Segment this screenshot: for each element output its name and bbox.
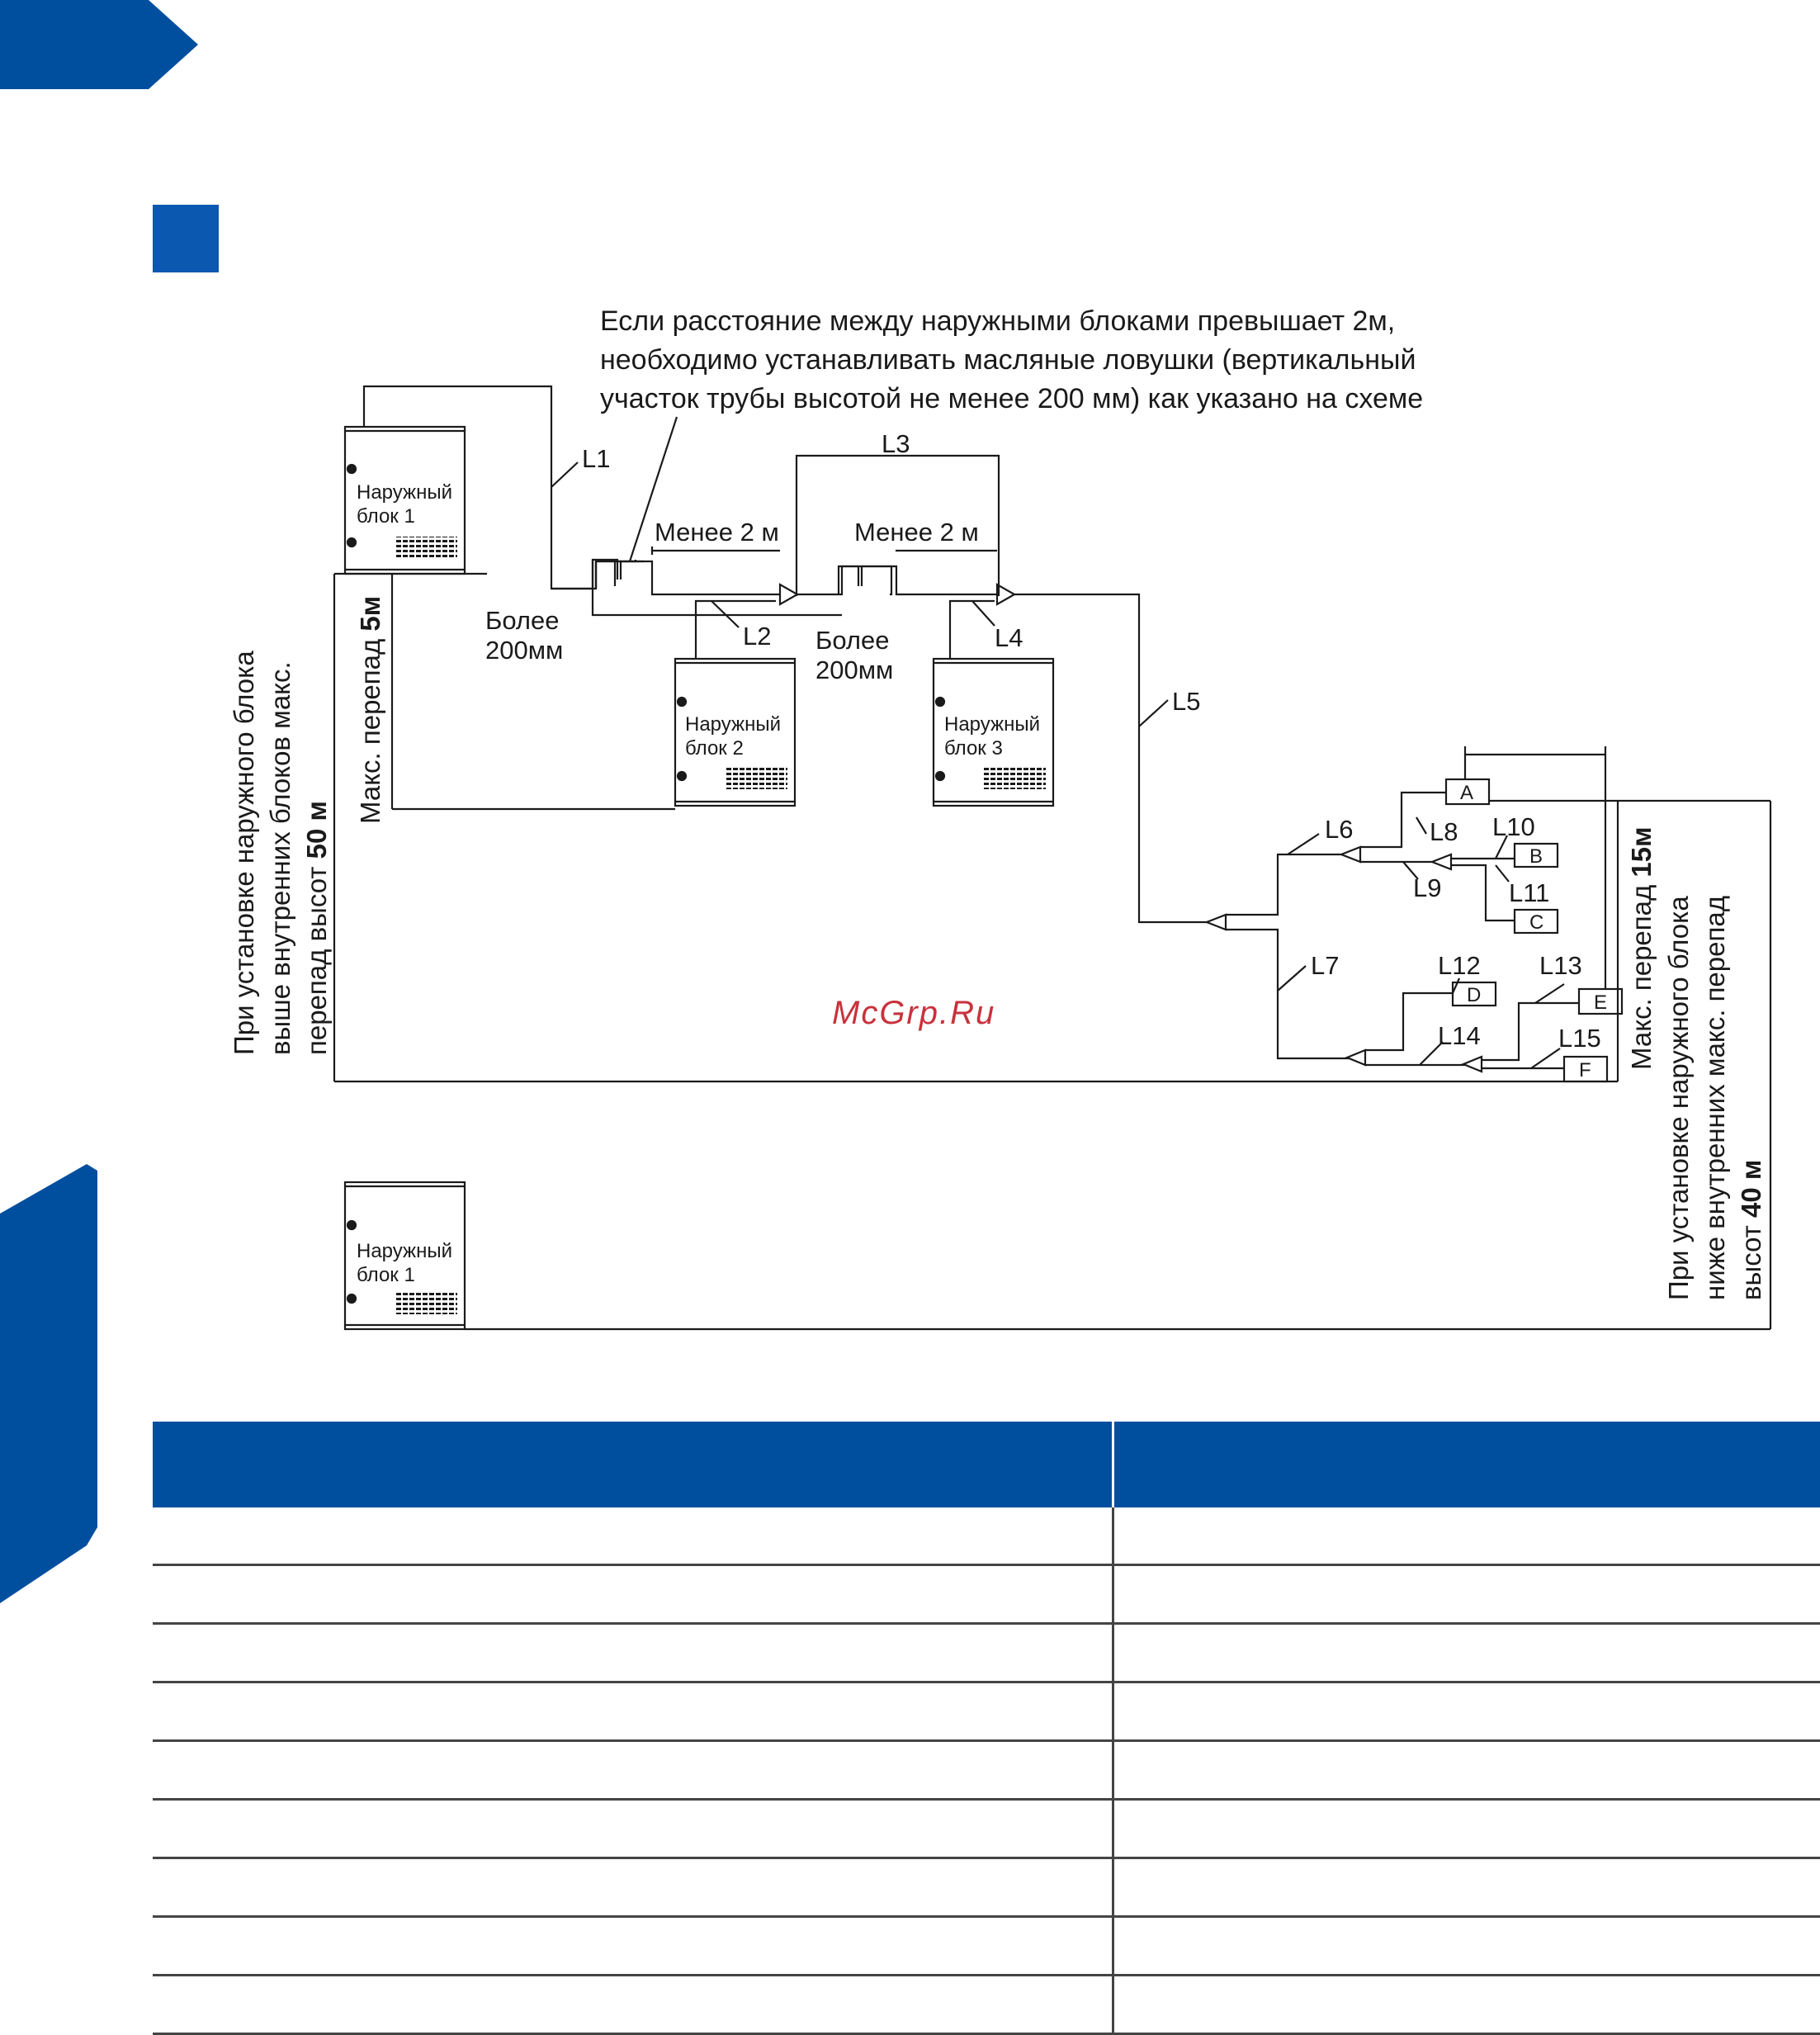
table-cell <box>153 1507 1113 1566</box>
svg-text:перепад высот 50 м: перепад высот 50 м <box>301 801 332 1055</box>
more-200-label-1a: Более <box>485 606 559 635</box>
pipe-label-l10: L10 <box>1492 812 1535 841</box>
pipe-label-l7: L7 <box>1311 951 1339 980</box>
more-200-label-1b: 200мм <box>485 636 563 665</box>
right-note-line-1: При установке наружного блока <box>1663 896 1694 1300</box>
table-header-cell <box>153 1422 1113 1507</box>
side-tab-shape <box>0 1164 97 1603</box>
table-cell <box>1111 1623 1820 1683</box>
pipe-label-l4: L4 <box>995 623 1023 652</box>
pipe-label-l6: L6 <box>1325 815 1353 844</box>
less-2m-label-1: Менее 2 м <box>655 518 779 547</box>
table-cell <box>153 1623 1113 1683</box>
outdoor-3-label: Наружный <box>944 713 1040 736</box>
outdoor-unit-2 <box>674 657 797 807</box>
pipe-label-l8: L8 <box>1430 817 1458 846</box>
outdoor-unit-3 <box>932 657 1055 807</box>
table-cell <box>1111 1916 1820 1976</box>
table-cell <box>1111 1858 1820 1918</box>
section-marker-square <box>153 205 219 272</box>
max-15m-label: Макс. перепад <box>1626 878 1657 1070</box>
pipe-label-l1: L1 <box>582 444 610 473</box>
table-cell <box>153 1799 1113 1859</box>
table-header-cell <box>1111 1422 1820 1507</box>
more-200-label-2b: 200мм <box>815 655 893 684</box>
outdoor-1-bottom-label: Наружный <box>357 1240 452 1262</box>
table-cell <box>1111 1975 1820 2035</box>
less-2m-label-2: Менее 2 м <box>854 518 979 547</box>
table-row <box>153 1682 1820 1742</box>
outdoor-1-top-label: Наружный <box>357 481 452 504</box>
note-line-2: необходимо устанавливать масляные ловушк… <box>600 344 1416 376</box>
table-row <box>153 1564 1820 1625</box>
piping-diagram: Если расстояние между наружными блоками … <box>229 305 1772 1331</box>
pipe-label-l5: L5 <box>1172 687 1200 716</box>
pipe-label-l9: L9 <box>1413 873 1441 902</box>
table-row <box>153 1507 1820 1566</box>
pipe-label-l2: L2 <box>743 622 771 651</box>
table-cell <box>1111 1507 1820 1566</box>
table-cell <box>1111 1740 1820 1801</box>
outdoor-unit-1-top <box>343 425 466 575</box>
indoor-unit-c: C <box>1529 911 1543 934</box>
note-line-3: участок трубы высотой не менее 200 мм) к… <box>600 383 1423 414</box>
table-cell <box>1111 1799 1820 1859</box>
spec-table <box>153 1422 1820 2035</box>
more-200-label-2a: Более <box>815 626 889 655</box>
table-cell <box>153 1564 1113 1625</box>
left-note-line-1: При установке наружного блока <box>229 651 259 1055</box>
table-row <box>153 1975 1820 2035</box>
header-tab-shape <box>0 0 198 89</box>
svg-text:высот 40 м: высот 40 м <box>1736 1160 1766 1300</box>
left-note-line-3-bold: 50 м <box>301 801 332 859</box>
table-cell <box>153 1916 1113 1976</box>
pipe-label-l3: L3 <box>882 429 910 458</box>
max-15m-bold: 15м <box>1626 826 1657 877</box>
table-header-row <box>153 1422 1820 1507</box>
outdoor-2-label: Наружный <box>685 713 781 736</box>
left-note-line-3: перепад высот <box>301 859 332 1055</box>
indoor-unit-d: D <box>1467 984 1481 1006</box>
svg-text:Макс. перепад 15м: Макс. перепад 15м <box>1626 826 1657 1070</box>
note-line-1: Если расстояние между наружными блоками … <box>600 305 1395 337</box>
right-note-line-2: ниже внутренних макс. перепад <box>1699 896 1730 1300</box>
table-cell <box>153 1975 1113 2035</box>
right-note-line-3-bold: 40 м <box>1736 1160 1766 1218</box>
outdoor-3-label-2: блок 3 <box>944 737 1003 760</box>
pipe-label-l11: L11 <box>1509 878 1549 907</box>
pipe-label-l13: L13 <box>1539 951 1582 980</box>
indoor-unit-e: E <box>1594 991 1607 1014</box>
table-cell <box>153 1682 1113 1742</box>
table-row <box>153 1858 1820 1918</box>
table-cell <box>1111 1564 1820 1625</box>
pipe-label-l15: L15 <box>1558 1024 1601 1053</box>
left-note-line-2: выше внутренних блоков макс. <box>265 661 295 1055</box>
max-5m-bold: 5м <box>355 596 385 632</box>
max-5m-label: Макс. перепад <box>355 632 385 824</box>
table-cell <box>1111 1682 1820 1742</box>
indoor-unit-a: A <box>1460 782 1473 804</box>
table-row <box>153 1623 1820 1683</box>
table-row <box>153 1799 1820 1859</box>
outdoor-1-bottom-label-2: блок 1 <box>357 1264 415 1286</box>
outdoor-unit-1-bottom <box>343 1181 466 1331</box>
pipe-label-l12: L12 <box>1438 951 1481 980</box>
watermark: McGrp.Ru <box>832 995 995 1031</box>
indoor-unit-f: F <box>1579 1059 1591 1081</box>
table-row <box>153 1740 1820 1801</box>
right-note-line-3: высот <box>1736 1218 1766 1300</box>
svg-text:Макс. перепад 5м: Макс. перепад 5м <box>355 596 385 824</box>
table-cell <box>153 1858 1113 1918</box>
outdoor-1-top-label-2: блок 1 <box>357 505 415 528</box>
table-row <box>153 1916 1820 1976</box>
pipe-label-l14: L14 <box>1438 1021 1481 1050</box>
table-cell <box>153 1740 1113 1801</box>
outdoor-2-label-2: блок 2 <box>685 737 744 760</box>
indoor-unit-b: B <box>1529 845 1543 868</box>
